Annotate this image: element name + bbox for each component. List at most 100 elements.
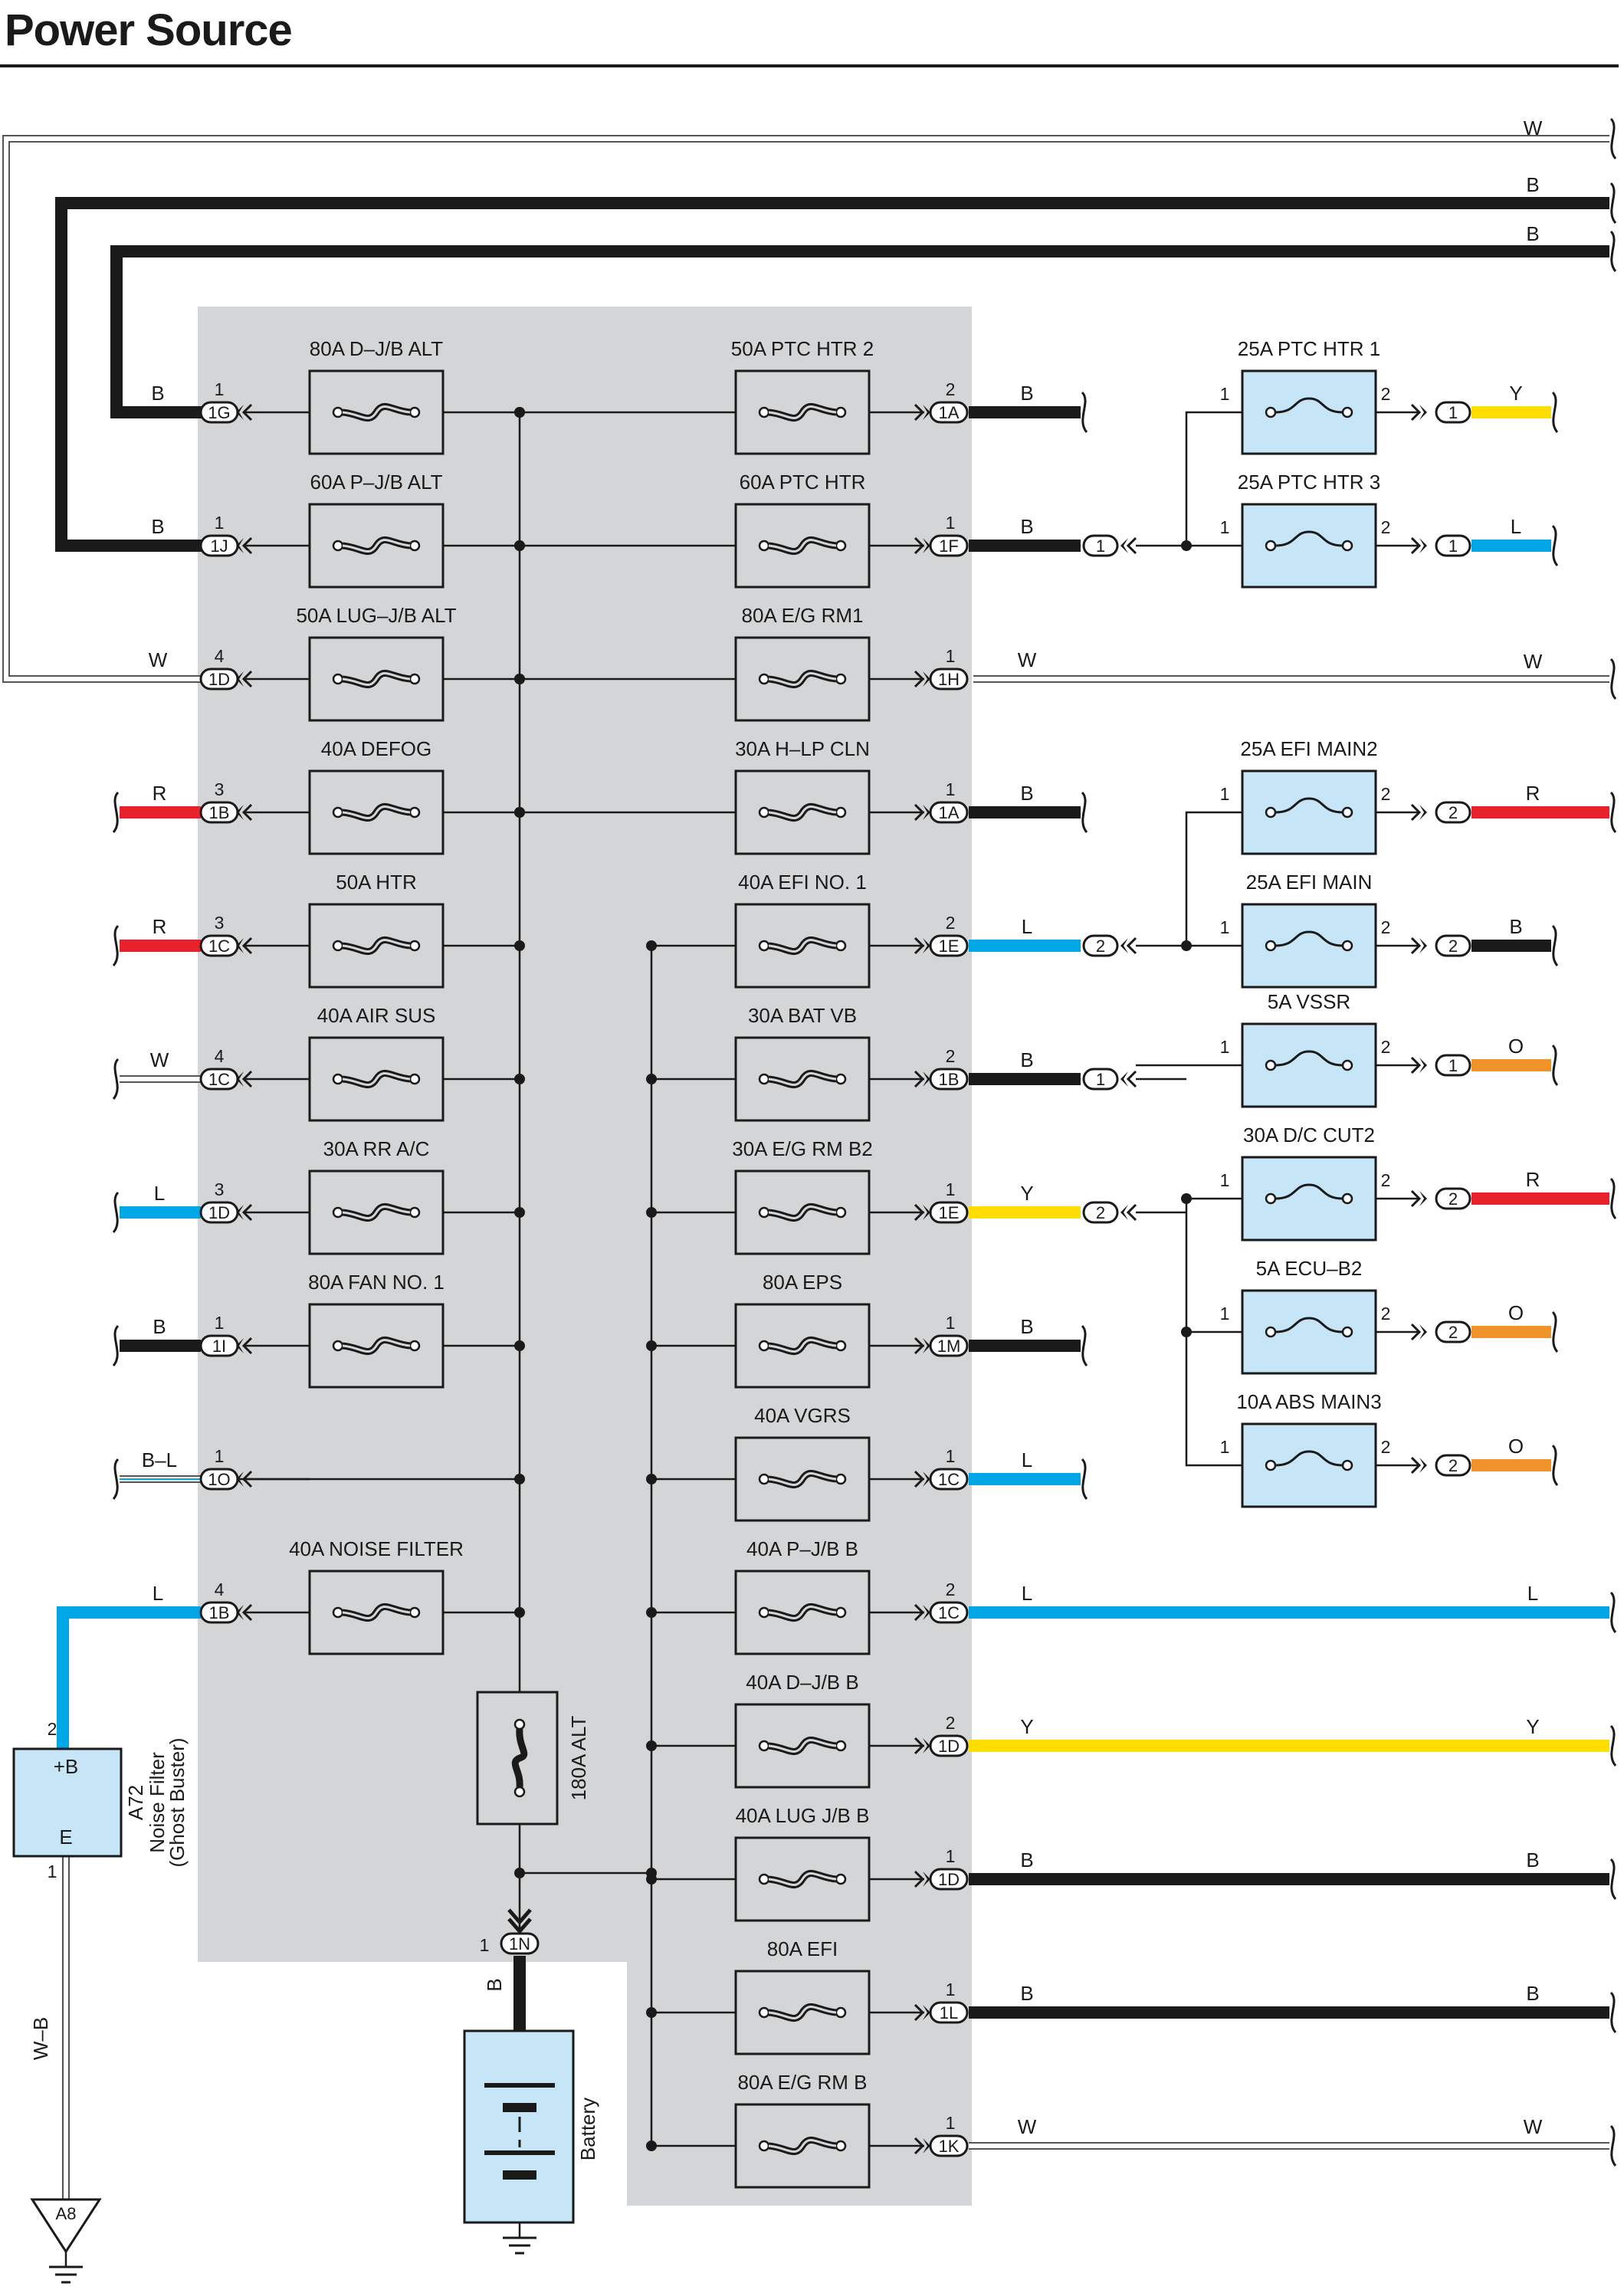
fuse-label: 40A AIR SUS [317,1004,436,1027]
terminal-arrow [1120,938,1128,953]
fuse-r-8-element [768,1471,837,1487]
terminal-arrow [1419,1191,1427,1206]
sub-connector-text: 1 [1448,403,1458,422]
wire-break-mark [1081,1458,1088,1500]
fuse-label: 60A P–J/B ALT [310,471,443,494]
pin-number: 4 [215,1046,225,1066]
fuse-5-element [342,1071,411,1087]
main-fuse-post [513,1718,526,1730]
jb-connector-text: 1K [939,2137,960,2156]
inline-connector [1082,534,1119,557]
h1-wire-label-far: W [1524,650,1543,673]
wire-color-label: B [1020,1849,1033,1871]
terminal-arrow [241,1070,253,1088]
fuse-0-post [332,406,344,418]
fuse-r-3-post [758,806,770,818]
battery-plate [484,2083,555,2088]
jb-connector [199,668,239,691]
jb-connector [199,1601,239,1624]
terminal-arrow [923,1205,930,1220]
junction-dot [1181,540,1192,551]
fuse-r-4-post [758,940,770,952]
jb-connector-text: 1H [938,670,960,689]
terminal-arrow [914,403,925,422]
pin-number: 1 [946,513,956,533]
jb-connector [929,668,969,691]
jb-connector-text: 1D [938,1870,960,1889]
sub-fuse-3 [1241,903,1377,989]
jb-connector-text: 1D [208,1203,230,1222]
fuse-9-post [408,1606,421,1619]
sub-fuse-4-post [1341,1059,1353,1071]
pin-number: 1 [1220,784,1230,804]
noise-filter-term-e: E [59,1826,72,1849]
fuse-r-1-post [758,540,770,552]
jb-connector-text: 1A [939,803,960,822]
battery-terminal-arrow [507,1917,532,1934]
wire-break-mark [1609,1858,1617,1900]
wire-break-mark [1551,391,1559,433]
wire-break-mark [1609,1991,1617,2033]
terminal-arrow [923,1871,930,1887]
fuse-r-0-post [758,406,770,418]
fuse-3-post [408,806,421,818]
fuse-r-13-post [758,2140,770,2152]
junction-dot [514,1607,525,1618]
fuse-label: 50A PTC HTR 2 [731,337,874,360]
fuse-5-post [408,1073,421,1085]
main-fuse-post [513,1786,526,1798]
wire-break-mark [1551,1444,1559,1486]
wire-color-label: O [1508,1435,1524,1458]
jb-connector-text: 1C [938,1470,960,1489]
fuse-6-element [342,1205,411,1220]
jb-connector-text: 1B [209,803,230,822]
sub-fuse-7-element [1275,1450,1343,1467]
terminal-arrow [923,1338,930,1353]
junction-dot [646,1874,657,1885]
fuse-label: 30A H–LP CLN [735,737,870,760]
wire-break-mark [112,791,120,833]
wire-color-label: R [153,915,167,938]
terminal-arrow [1126,1070,1137,1088]
inline-connector [1082,934,1119,957]
sub-fuse-0-post [1341,406,1353,418]
sub-connector-text: 2 [1448,803,1458,822]
terminal-arrow [923,1071,930,1087]
wire-break-mark [1081,791,1088,833]
wire-color-label: L [1022,915,1032,938]
wire-break-mark [1551,924,1559,966]
fuse-3-element [342,805,411,820]
sub-fuse-4-post [1265,1059,1277,1071]
jb-connector [199,401,239,424]
junction-dot [1181,940,1192,951]
sub-fuse-4-element [1275,1050,1343,1067]
wire-color-label: W [150,1048,169,1071]
pin-number: 1 [215,1446,225,1466]
wire-color-label: B–L [142,1448,177,1471]
junction-dot [514,407,525,418]
fuse-r-11-post [835,1873,847,1885]
pin-number: 1 [215,1313,225,1333]
top-wire-b-label: B [1526,173,1539,196]
fuse-9-post [332,1606,344,1619]
terminal-arrow [1410,1456,1422,1475]
sub-fuse-5-post [1265,1192,1277,1205]
sub-fuse-1-post [1341,540,1353,552]
terminal-arrow [1410,1056,1422,1074]
fuse-3-post [332,806,344,818]
fuse-2-post [332,673,344,685]
sub-connector [1435,1054,1471,1077]
sub-connector [1435,401,1471,424]
battery-label: Battery [576,2098,599,2160]
junction-dot [514,1074,525,1084]
pin-number: 2 [946,1580,956,1599]
terminal-arrow [241,1337,253,1355]
terminal-arrow [923,671,930,687]
wire-color-label: W [149,648,168,671]
battery-wire-label: B [483,1978,506,1991]
jb-connector [929,1201,969,1224]
wire-color-label: O [1508,1035,1524,1058]
fuse-1-post [332,540,344,552]
fuse-r-1-element [768,538,837,553]
wire-break-mark [1609,230,1617,272]
